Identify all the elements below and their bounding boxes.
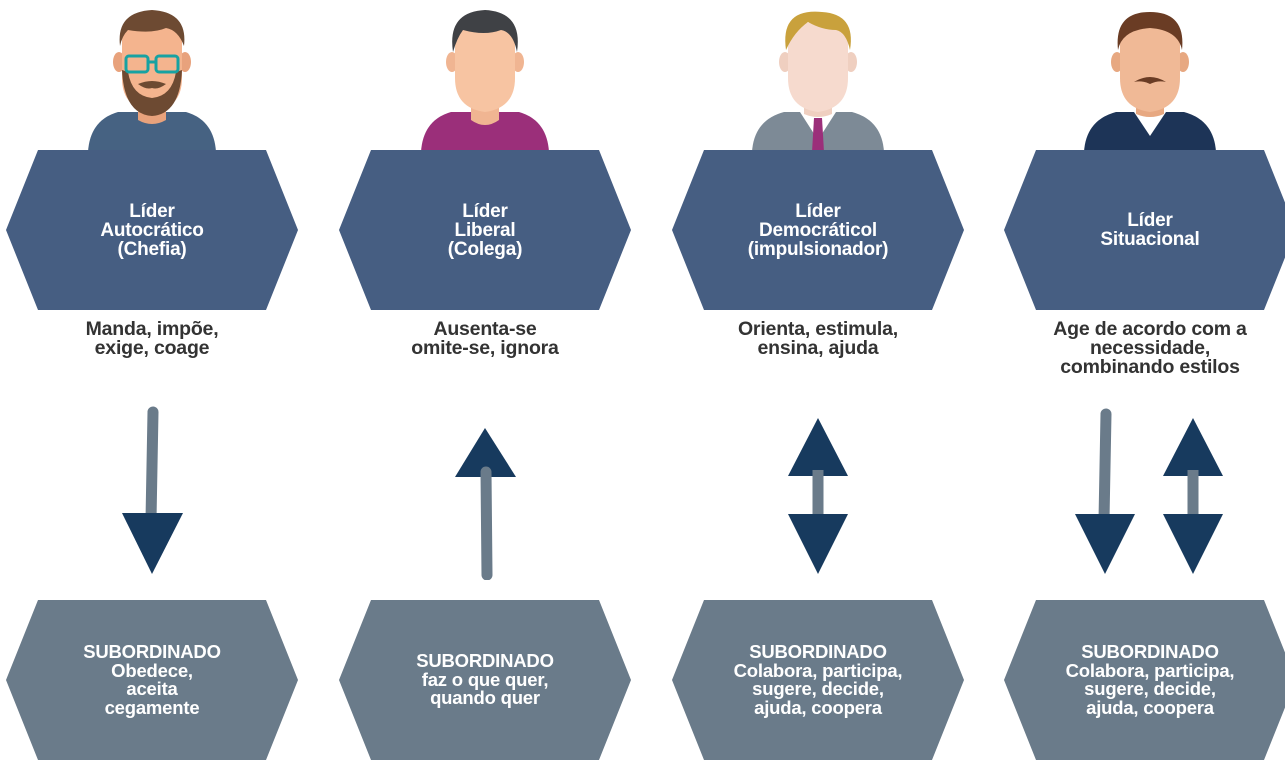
behavior-line: Ausenta-se xyxy=(433,318,537,340)
subordinate-line: sugere, decide, xyxy=(752,678,884,699)
leader-hexagon: Líder Liberal (Colega) xyxy=(335,150,635,310)
subordinate-line: quando quer xyxy=(430,687,540,709)
behavior-line: omite-se, ignora xyxy=(411,337,559,359)
mustache-man-suit-icon xyxy=(1084,12,1216,152)
arrow-down xyxy=(122,406,183,574)
leader-style: Situacional xyxy=(1100,229,1200,250)
subordinate-line: aceita xyxy=(126,678,178,699)
column-democratic: Líder Democráticol (impulsionador) Orien… xyxy=(668,0,968,760)
column-liberal: Líder Liberal (Colega) Ausenta-se omite-… xyxy=(335,0,635,760)
leader-behavior: Manda, impõe, exige, coage xyxy=(2,318,302,359)
behavior-line: necessidade, xyxy=(1089,337,1211,359)
leader-behavior: Age de acordo com a necessidade, combina… xyxy=(1000,318,1285,378)
leader-label: Líder xyxy=(795,200,841,222)
leader-role: (Chefia) xyxy=(117,238,187,260)
column-situational: Líder Situacional Age de acordo com a ne… xyxy=(1000,0,1285,760)
subordinate-title: SUBORDINADO xyxy=(1081,641,1219,662)
subordinate-title: SUBORDINADO xyxy=(83,641,221,662)
blond-man-suit-tie-icon xyxy=(752,11,884,152)
leader-hexagon: Líder Autocrático (Chefia) xyxy=(2,150,302,310)
subordinate-hexagon: SUBORDINADO Colabora, participa, sugere,… xyxy=(1000,600,1285,760)
subordinate-line: Colabora, participa, xyxy=(733,659,903,681)
leader-role: (impulsionador) xyxy=(747,238,889,260)
behavior-line: ensina, ajuda xyxy=(757,337,879,359)
behavior-line: Orienta, estimula, xyxy=(737,318,899,340)
leader-behavior: Ausenta-se omite-se, ignora xyxy=(335,318,635,359)
leader-label: Líder xyxy=(462,200,508,222)
leader-label: Líder xyxy=(129,200,175,222)
leader-behavior: Orienta, estimula, ensina, ajuda xyxy=(668,318,968,359)
subordinate-title: SUBORDINADO xyxy=(749,641,887,662)
behavior-line: Manda, impõe, xyxy=(85,318,219,340)
behavior-line: exige, coage xyxy=(94,337,210,359)
leader-hexagon: Líder Situacional xyxy=(1000,150,1285,310)
arrow-up xyxy=(455,428,516,580)
leader-style: Autocrático xyxy=(100,219,204,241)
subordinate-line: ajuda, coopera xyxy=(1086,696,1214,718)
man-purple-shirt-icon xyxy=(421,10,549,152)
leader-style: Democráticol xyxy=(759,219,877,241)
subordinate-line: cegamente xyxy=(104,696,200,718)
leader-label: Líder xyxy=(1127,210,1173,231)
subordinate-line: faz o que quer, xyxy=(421,668,549,690)
subordinate-line: Obedece, xyxy=(111,659,193,681)
subordinate-hexagon: SUBORDINADO faz o que quer, quando quer xyxy=(335,600,635,760)
leader-hexagon: Líder Democráticol (impulsionador) xyxy=(668,150,968,310)
subordinate-line: ajuda, coopera xyxy=(754,696,882,718)
subordinate-line: sugere, decide, xyxy=(1084,678,1216,699)
leader-style: Liberal xyxy=(454,219,516,241)
column-autocratic: Líder Autocrático (Chefia) Manda, impõe,… xyxy=(2,0,302,760)
subordinate-line: Colabora, participa, xyxy=(1065,659,1235,681)
behavior-line: combinando estilos xyxy=(1060,356,1240,378)
subordinate-hexagon: SUBORDINADO Colabora, participa, sugere,… xyxy=(668,600,968,760)
arrow-bidirectional xyxy=(788,418,848,574)
bearded-man-glasses-icon xyxy=(88,10,216,152)
behavior-line: Age de acordo com a xyxy=(1053,318,1247,340)
subordinate-title: SUBORDINADO xyxy=(416,650,554,672)
leader-role: (Colega) xyxy=(447,238,523,260)
subordinate-hexagon: SUBORDINADO Obedece, aceita cegamente xyxy=(2,600,302,760)
arrow-pair-down-up xyxy=(1075,408,1223,574)
